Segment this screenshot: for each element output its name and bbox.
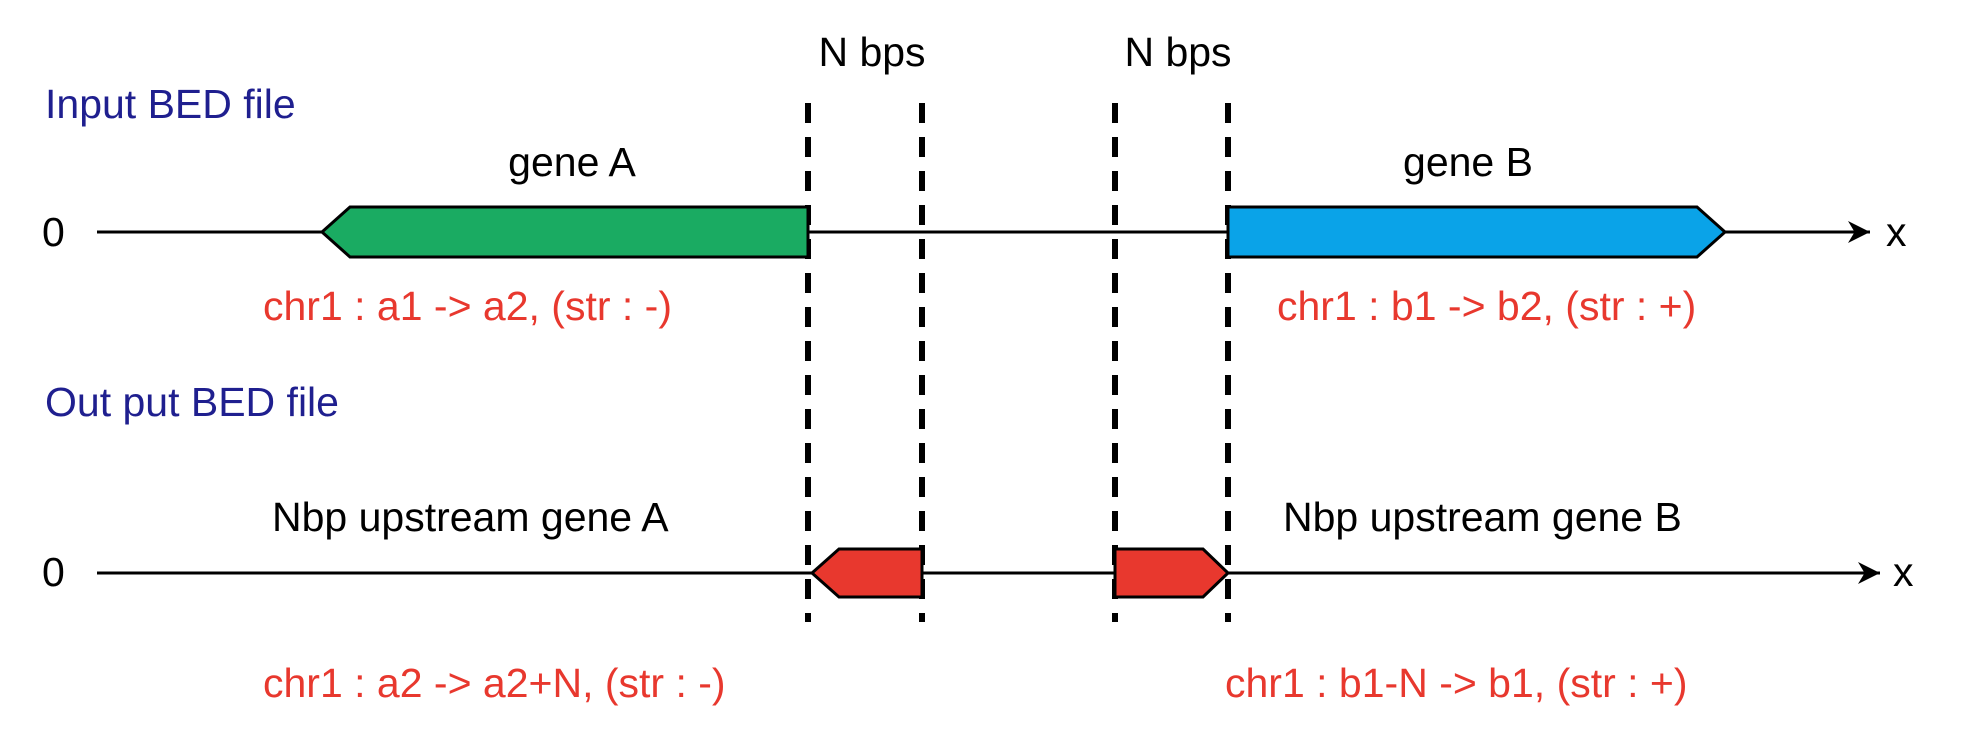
upstream-region-a-arrow (809, 547, 924, 599)
output-section-title: Out put BED file (45, 379, 339, 425)
gene-a-coordinates: chr1 : a1 -> a2, (str : -) (263, 283, 672, 329)
output-axis-x-label: x (1893, 549, 1914, 595)
span-label-left: N bps (818, 29, 925, 75)
gene-a-label: gene A (508, 139, 636, 185)
gene-b-arrow (1226, 205, 1728, 259)
upstream-region-b-coordinates: chr1 : b1-N -> b1, (str : +) (1225, 660, 1688, 706)
gene-a-arrow (319, 205, 810, 259)
gene-b-coordinates: chr1 : b1 -> b2, (str : +) (1277, 283, 1696, 329)
upstream-region-b-label: Nbp upstream gene B (1283, 494, 1682, 540)
input-section-title: Input BED file (45, 81, 296, 127)
output-axis-origin-label: 0 (42, 549, 65, 595)
upstream-region-b-arrow (1113, 547, 1231, 599)
span-label-right: N bps (1124, 29, 1231, 75)
upstream-region-a-coordinates: chr1 : a2 -> a2+N, (str : -) (263, 660, 726, 706)
input-axis-origin-label: 0 (42, 209, 65, 255)
input-axis-x-label: x (1886, 209, 1907, 255)
gene-b-label: gene B (1403, 139, 1533, 185)
upstream-region-a-label: Nbp upstream gene A (272, 494, 669, 540)
